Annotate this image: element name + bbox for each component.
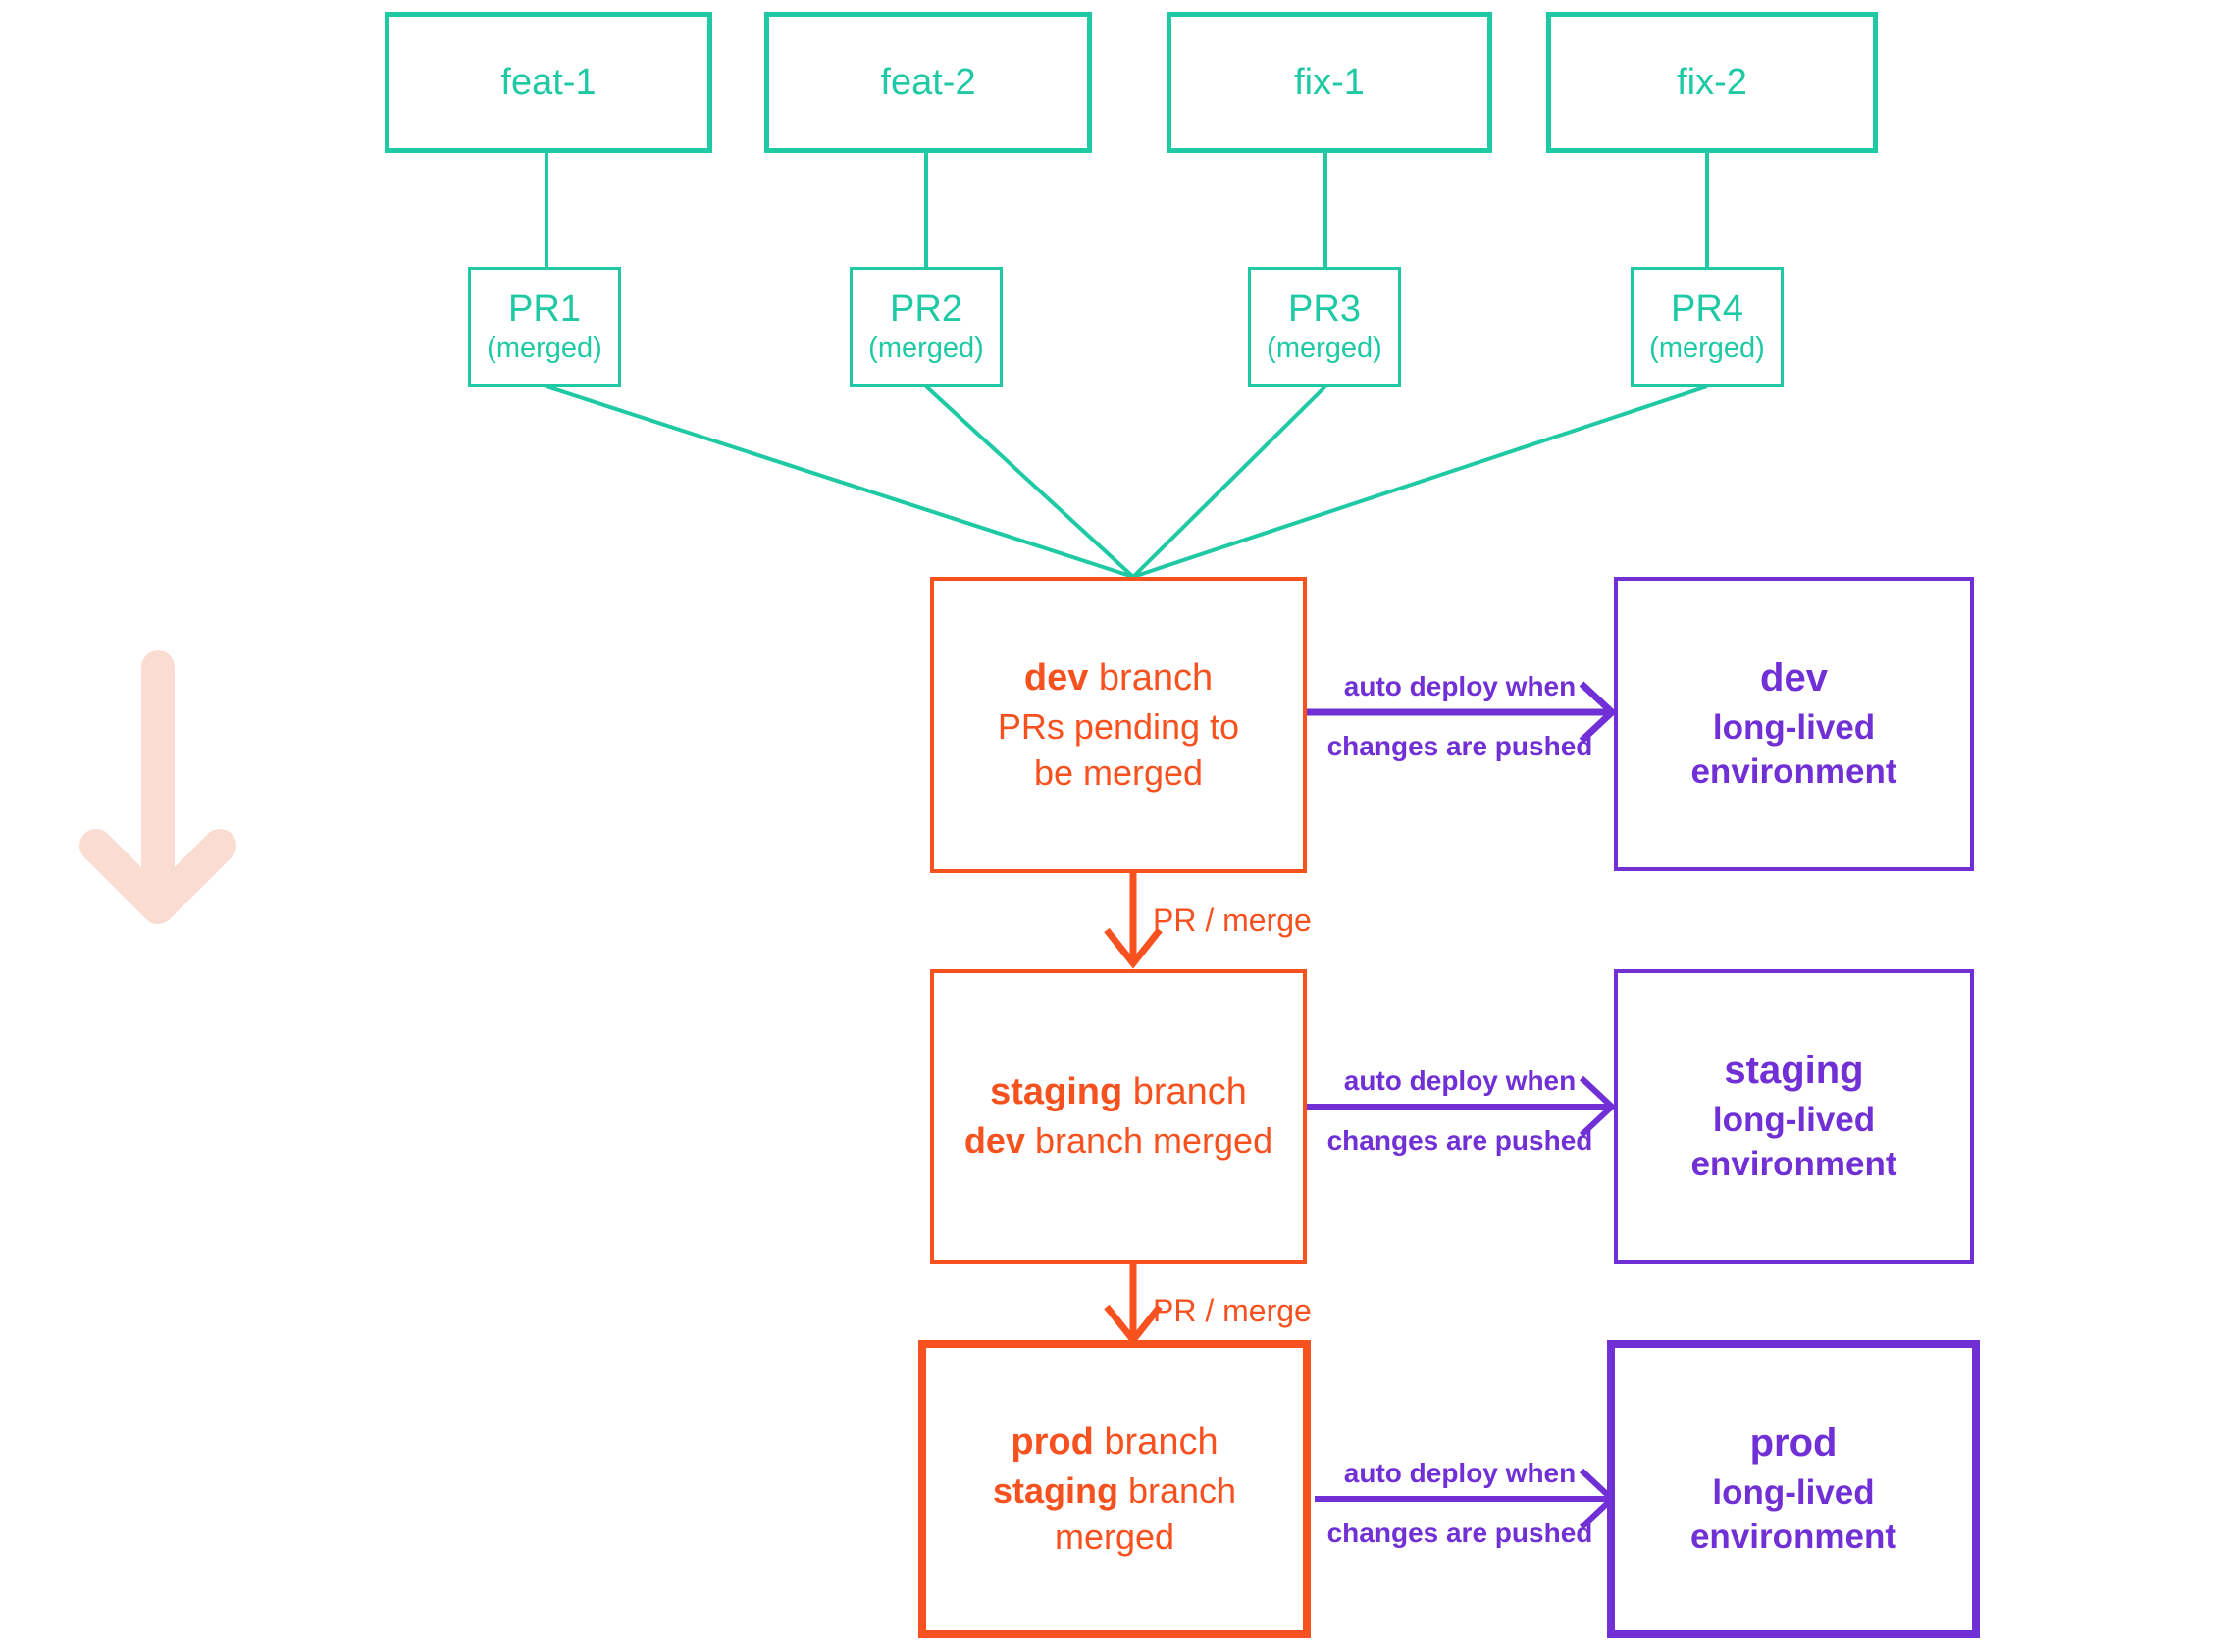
environment-name-prod: prod (1749, 1421, 1838, 1466)
pr-title: PR1 (508, 288, 581, 331)
environment-subtitle-line-1: long-lived (1712, 1101, 1876, 1140)
branch-box-prod[interactable]: prod branch staging branch merged (918, 1340, 1311, 1638)
environment-subtitle-line-1: long-lived (1712, 1473, 1875, 1513)
branch-suffix: branch (1122, 1070, 1247, 1112)
environment-box-dev[interactable]: dev long-lived environment (1614, 577, 1974, 871)
feature-branch-label: feat-2 (880, 61, 976, 103)
pull-request-box-pr1[interactable]: PR1 (merged) (468, 267, 621, 387)
branch-subtitle-rest: branch merged (1024, 1120, 1273, 1162)
feature-branch-box-feat-1[interactable]: feat-1 (385, 12, 712, 153)
feature-branch-box-feat-2[interactable]: feat-2 (764, 12, 1092, 153)
branch-title-prod: prod branch (1011, 1419, 1218, 1467)
pr-status: (merged) (487, 333, 602, 365)
branch-name-dev: dev (1023, 656, 1089, 698)
branch-suffix: branch (1088, 656, 1214, 698)
deploy-edge-label-prod-top: auto deploy when (1343, 1458, 1577, 1488)
pr-title: PR4 (1671, 288, 1743, 331)
branch-subtitle-bold: dev (963, 1120, 1025, 1162)
pull-request-box-pr4[interactable]: PR4 (merged) (1631, 267, 1784, 387)
environment-subtitle-line-2: environment (1689, 1518, 1897, 1557)
deploy-edge-label-dev-bottom: changes are pushed (1326, 731, 1593, 761)
branch-box-dev[interactable]: dev branch PRs pending to be merged (930, 577, 1307, 873)
environment-subtitle-line-2: environment (1690, 1145, 1897, 1184)
environment-subtitle-line-2: environment (1690, 752, 1897, 792)
feature-branch-label: fix-2 (1677, 61, 1747, 103)
environment-box-staging[interactable]: staging long-lived environment (1614, 969, 1974, 1264)
pr-status: (merged) (1267, 333, 1382, 365)
merge-edge-label-dev-to-staging: PR / merge (1153, 903, 1312, 938)
deploy-edge-label-prod-bottom: changes are pushed (1326, 1518, 1593, 1548)
branch-subtitle-rest: branch merged (1054, 1470, 1237, 1557)
pr-title: PR2 (890, 288, 962, 331)
feature-branch-label: feat-1 (500, 61, 597, 103)
pull-request-box-pr2[interactable]: PR2 (merged) (850, 267, 1003, 387)
merge-edge-label-staging-to-prod: PR / merge (1153, 1293, 1312, 1328)
branch-title-dev: dev branch (1024, 654, 1213, 702)
deploy-edge-label-staging-top: auto deploy when (1343, 1065, 1577, 1096)
pr-status: (merged) (868, 333, 984, 365)
feature-branch-box-fix-1[interactable]: fix-1 (1167, 12, 1492, 153)
environment-box-prod[interactable]: prod long-lived environment (1607, 1340, 1980, 1638)
deploy-edge-label-dev-top: auto deploy when (1343, 671, 1577, 701)
branch-subtitle-staging: dev branch merged (964, 1118, 1272, 1164)
branch-name-prod: prod (1011, 1420, 1094, 1463)
branch-suffix: branch (1093, 1420, 1219, 1463)
environment-subtitle-line-1: long-lived (1712, 708, 1876, 748)
branch-title-staging: staging branch (990, 1068, 1247, 1116)
branch-subtitle-bold: staging (992, 1470, 1118, 1511)
branch-name-staging: staging (990, 1070, 1123, 1112)
feature-branch-label: fix-1 (1294, 61, 1365, 103)
pull-request-box-pr3[interactable]: PR3 (merged) (1248, 267, 1401, 387)
environment-name-dev: dev (1760, 656, 1828, 700)
environment-name-staging: staging (1724, 1049, 1864, 1093)
pr-status: (merged) (1649, 333, 1765, 365)
deploy-edge-label-staging-bottom: changes are pushed (1326, 1125, 1593, 1156)
feature-branch-box-fix-2[interactable]: fix-2 (1546, 12, 1878, 153)
branch-subtitle-line-1: PRs pending to (997, 705, 1240, 747)
branch-subtitle-prod: staging branch merged (940, 1469, 1289, 1561)
branch-subtitle-line-2: be merged (1033, 751, 1204, 793)
pr-title: PR3 (1288, 288, 1361, 331)
branch-box-staging[interactable]: staging branch dev branch merged (930, 969, 1307, 1264)
